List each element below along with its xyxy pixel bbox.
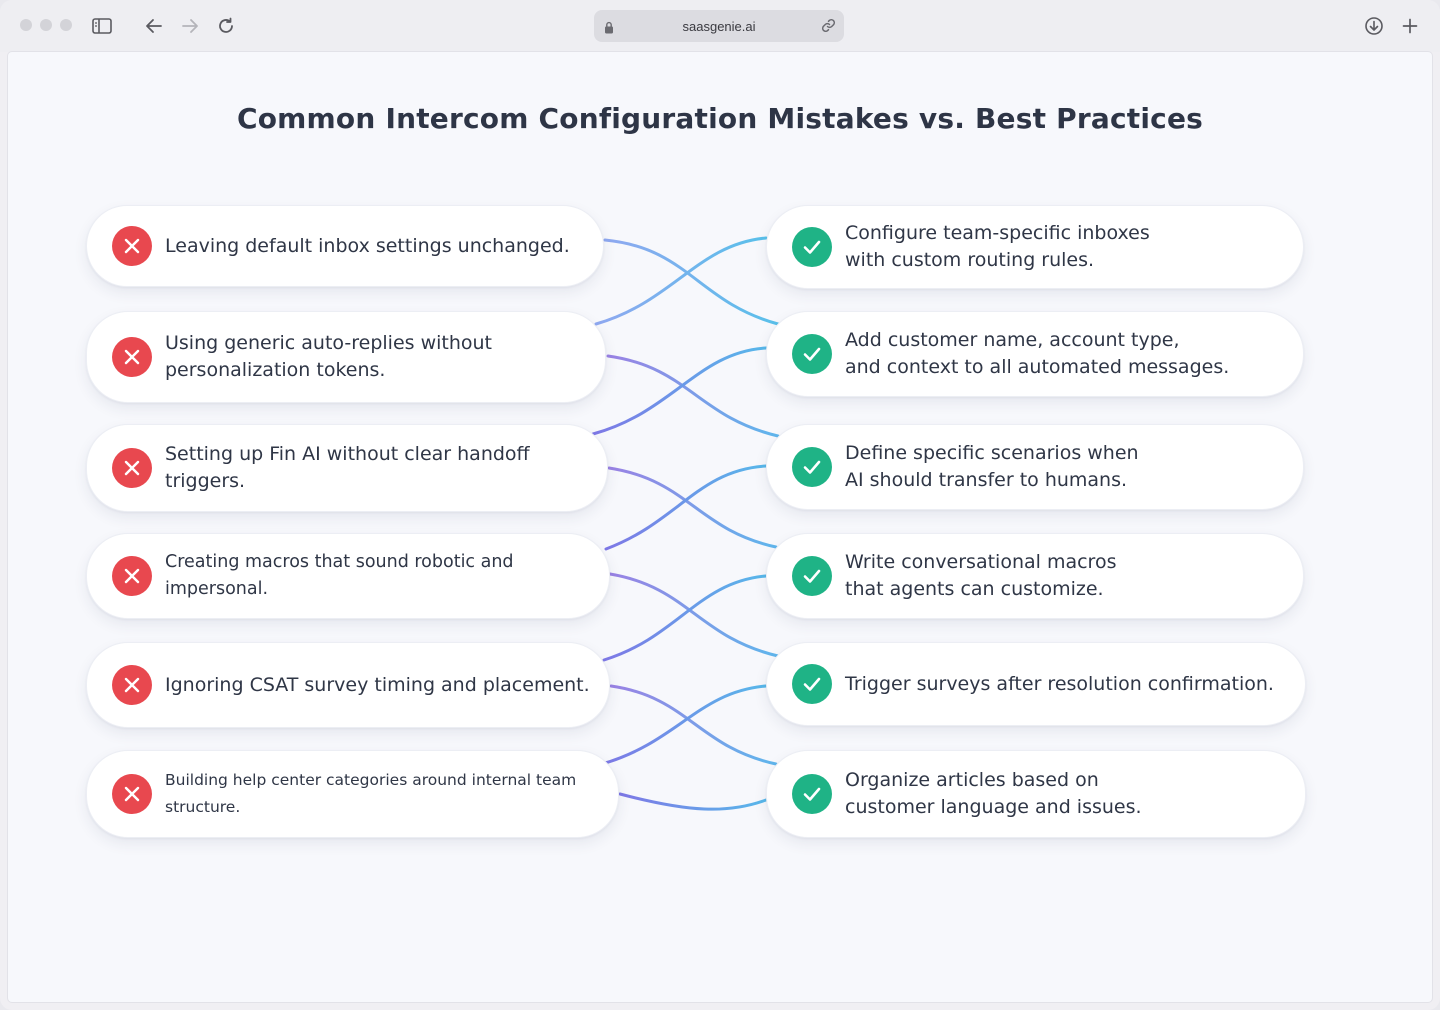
zoom-window-button[interactable] — [60, 19, 72, 31]
sidebar-toggle-icon[interactable] — [90, 14, 114, 38]
close-window-button[interactable] — [20, 19, 32, 31]
check-icon — [792, 556, 832, 596]
mistake-text: Building help center categories around i… — [165, 771, 577, 816]
browser-toolbar: saasgenie.ai — [0, 0, 1440, 52]
check-icon — [792, 664, 832, 704]
mistake-card: Setting up Fin AI without clear handoff … — [86, 424, 608, 512]
practice-card: Write conversational macros that agents … — [766, 533, 1304, 619]
connector-lines — [591, 236, 780, 811]
practice-text: Organize articles based on customer lang… — [845, 769, 1142, 818]
forward-arrow-icon[interactable] — [178, 14, 202, 38]
lock-icon — [604, 19, 614, 38]
url-text: saasgenie.ai — [682, 18, 756, 34]
error-x-icon — [112, 448, 152, 488]
practice-card: Add customer name, account type, and con… — [766, 311, 1304, 397]
check-icon — [792, 447, 832, 487]
mistake-text: Ignoring CSAT survey timing and placemen… — [165, 673, 590, 696]
connector-line — [618, 792, 768, 811]
practice-text: Write conversational macros that agents … — [845, 551, 1117, 600]
download-icon[interactable] — [1362, 14, 1386, 38]
mistake-text: Using generic auto-replies without perso… — [165, 332, 493, 381]
mistake-card: Building help center categories around i… — [86, 750, 619, 838]
error-x-icon — [112, 226, 152, 266]
check-icon — [792, 774, 832, 814]
connector-line — [600, 684, 768, 766]
address-bar[interactable]: saasgenie.ai — [594, 10, 844, 42]
connector-line — [606, 354, 780, 438]
connector-line — [604, 464, 768, 551]
practice-card: Define specific scenarios when AI should… — [766, 424, 1304, 510]
connector-line — [609, 684, 778, 766]
reload-icon[interactable] — [214, 14, 238, 38]
connector-line — [607, 466, 778, 549]
mistake-text: Setting up Fin AI without clear handoff … — [165, 443, 530, 492]
connector-line — [591, 346, 768, 436]
connector-line — [603, 238, 780, 326]
plus-icon[interactable] — [1398, 14, 1422, 38]
minimize-window-button[interactable] — [40, 19, 52, 31]
mistake-text: Leaving default inbox settings unchanged… — [165, 234, 570, 257]
mistake-card: Using generic auto-replies without perso… — [86, 311, 606, 403]
practice-text: Define specific scenarios when AI should… — [845, 442, 1139, 491]
error-x-icon — [112, 556, 152, 596]
link-icon[interactable] — [821, 18, 836, 37]
practice-text: Trigger surveys after resolution confirm… — [845, 672, 1274, 695]
practice-text: Add customer name, account type, and con… — [845, 329, 1230, 378]
connector-line — [608, 572, 780, 658]
error-x-icon — [112, 665, 152, 705]
practice-card: Trigger surveys after resolution confirm… — [766, 642, 1306, 726]
page-content: Common Intercom Configuration Mistakes v… — [8, 52, 1432, 1002]
check-icon — [792, 227, 832, 267]
practice-text: Configure team-specific inboxes with cus… — [845, 222, 1150, 271]
mistake-card: Creating macros that sound robotic and i… — [86, 533, 610, 619]
back-arrow-icon[interactable] — [142, 14, 166, 38]
mistake-card: Leaving default inbox settings unchanged… — [86, 205, 604, 287]
page-title: Common Intercom Configuration Mistakes v… — [237, 102, 1203, 135]
error-x-icon — [112, 774, 152, 814]
mistake-card: Ignoring CSAT survey timing and placemen… — [86, 642, 610, 728]
practice-card: Configure team-specific inboxes with cus… — [766, 205, 1304, 289]
practice-card: Organize articles based on customer lang… — [766, 750, 1306, 838]
error-x-icon — [112, 337, 152, 377]
connector-line — [594, 236, 768, 326]
mistake-text: Creating macros that sound robotic and i… — [165, 552, 514, 599]
check-icon — [792, 334, 832, 374]
connector-line — [602, 574, 768, 662]
